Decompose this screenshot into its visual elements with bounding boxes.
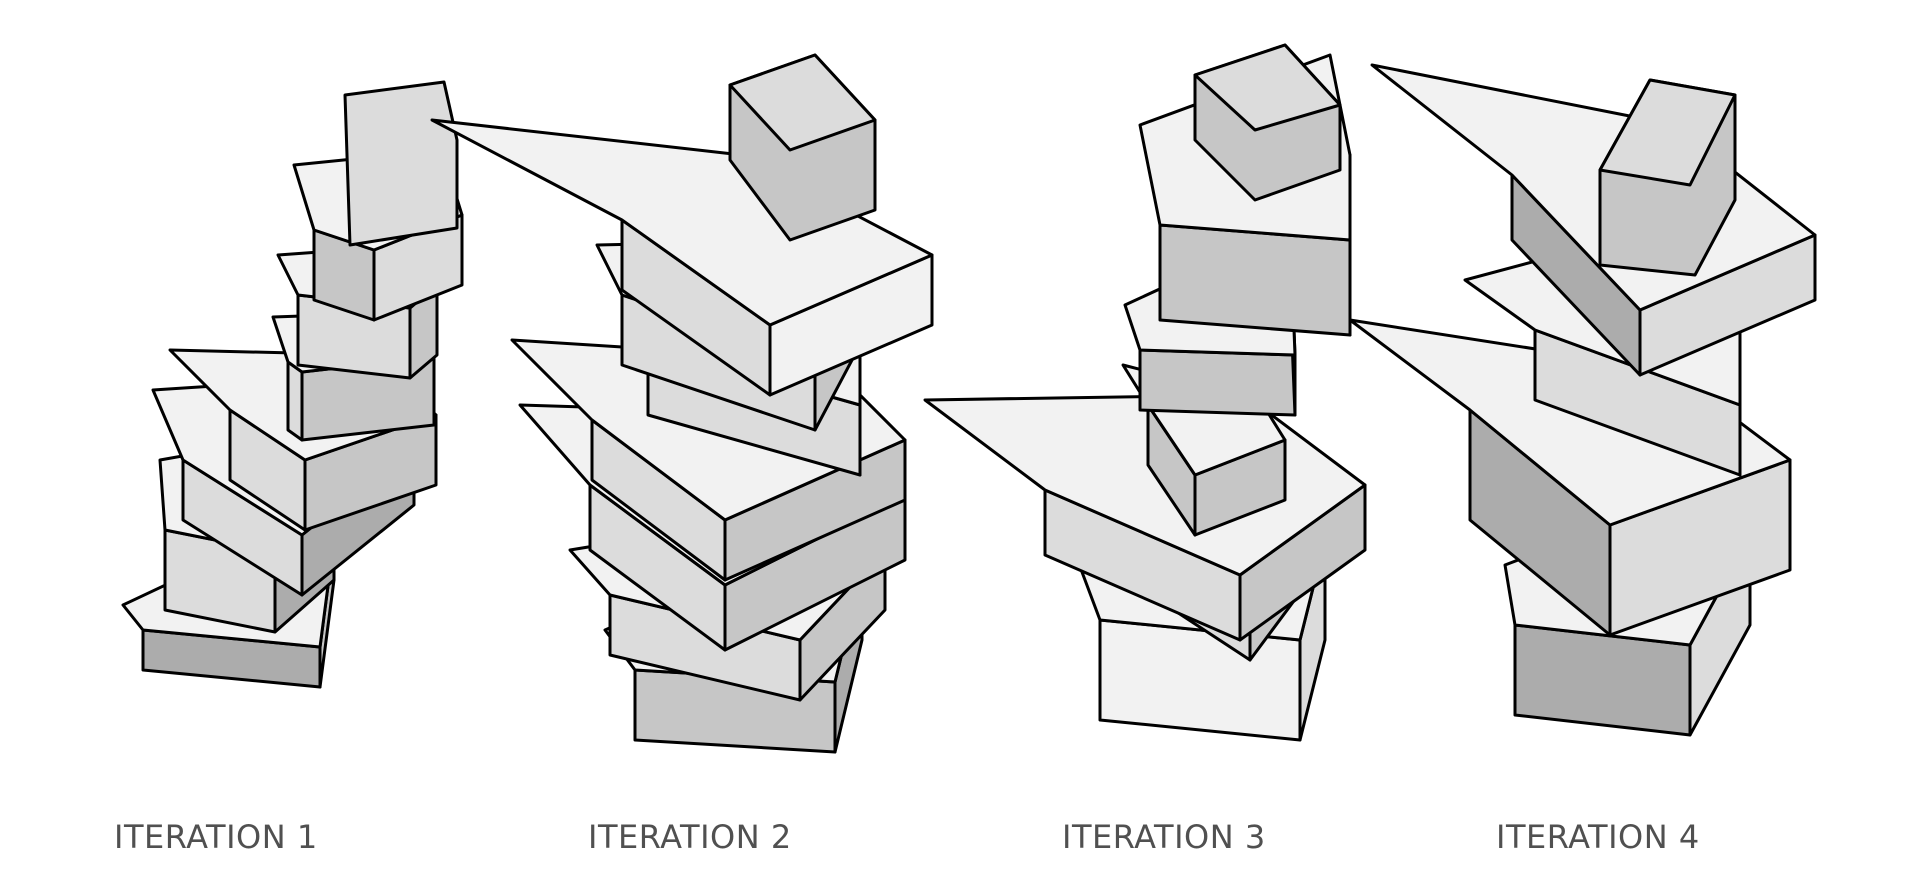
block <box>343 80 459 247</box>
block <box>1348 318 1792 637</box>
iteration-2-label: ITERATION 2 <box>588 818 792 856</box>
block-face-front <box>1158 223 1352 337</box>
top-cube-top <box>728 53 877 152</box>
iteration-1-label: ITERATION 1 <box>114 818 318 856</box>
block <box>430 118 934 397</box>
block-face <box>343 80 459 247</box>
top-cube-top <box>1193 43 1342 132</box>
top-cube <box>728 53 877 242</box>
iteration-4-label: ITERATION 4 <box>1496 818 1700 856</box>
stack-iteration-4 <box>1348 63 1817 737</box>
top-cube-top <box>1598 78 1737 187</box>
stack-iteration-1 <box>121 80 464 689</box>
top-cube <box>1598 78 1737 277</box>
stack-iteration-3 <box>923 43 1367 742</box>
top-cube <box>1193 43 1342 202</box>
stack-iteration-2 <box>430 53 934 754</box>
block-face-front <box>286 360 304 442</box>
iteration-3-label: ITERATION 3 <box>1062 818 1266 856</box>
block-face-front <box>1138 348 1297 417</box>
